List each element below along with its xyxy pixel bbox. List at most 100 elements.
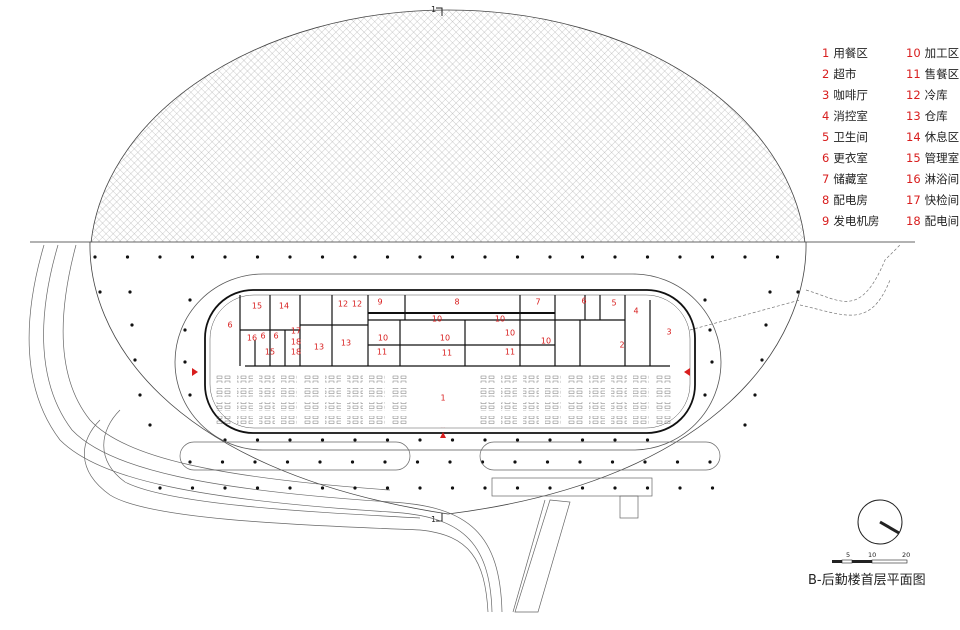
column-dot <box>288 486 292 490</box>
seat-block <box>655 374 671 383</box>
seat-block <box>479 374 495 383</box>
room-label: 10 <box>440 334 450 343</box>
column-dot <box>320 255 325 259</box>
seat-block <box>655 388 671 397</box>
seat-block <box>259 402 275 411</box>
column-dot <box>483 255 487 259</box>
seat-block <box>545 374 561 383</box>
column-dot <box>678 255 682 259</box>
seat-block <box>303 388 319 397</box>
room-label: 2 <box>619 341 624 350</box>
column-dot <box>710 255 715 259</box>
seat-block <box>589 402 605 411</box>
column-dot <box>190 255 195 259</box>
seat-block <box>523 388 539 397</box>
seat-block <box>347 388 363 397</box>
column-dot <box>353 255 357 259</box>
column-dot <box>93 255 97 259</box>
column-dot <box>743 255 747 259</box>
seat-block <box>633 388 649 397</box>
seat-block <box>633 416 649 425</box>
column-dot <box>743 423 747 427</box>
seat-block <box>567 388 583 397</box>
room-label: 15 <box>265 348 275 357</box>
column-dot <box>710 360 714 364</box>
column-dot <box>760 358 764 362</box>
room-label: 17 <box>291 327 301 336</box>
column-dot <box>643 460 647 464</box>
seat-block <box>479 402 495 411</box>
seat-block <box>325 374 341 383</box>
seat-block <box>215 374 231 383</box>
column-dot <box>418 438 422 442</box>
room-label: 18 <box>291 338 301 347</box>
seat-block <box>589 374 605 383</box>
seat-block <box>611 374 627 383</box>
column-dot <box>133 358 137 362</box>
column-dot <box>678 486 682 490</box>
seat-block <box>567 402 583 411</box>
roof-outline-lower <box>89 241 807 515</box>
seat-block <box>281 388 297 397</box>
room-label: 15 <box>252 302 262 311</box>
seat-block <box>501 374 517 383</box>
outer-track <box>174 273 722 451</box>
room-label: 6 <box>273 332 278 341</box>
site-roads-right <box>689 244 901 331</box>
column-dot <box>515 486 520 490</box>
seat-block <box>237 402 253 411</box>
column-dot <box>483 486 487 490</box>
seat-block <box>259 388 275 397</box>
seat-block <box>633 402 649 411</box>
column-dot <box>223 486 227 490</box>
column-dot <box>350 460 355 464</box>
column-dot <box>708 328 712 332</box>
scale-tick-label: 5 <box>846 551 851 559</box>
column-dot <box>613 486 617 490</box>
seat-block <box>567 416 583 425</box>
entrance-markers <box>192 368 690 438</box>
room-label: 7 <box>535 298 540 307</box>
room-label: 9 <box>377 298 382 307</box>
column-dot <box>128 290 132 294</box>
seat-block <box>369 388 385 397</box>
column-dot <box>98 290 102 294</box>
column-dot <box>288 255 292 259</box>
column-dot <box>448 460 452 464</box>
seat-block <box>325 402 341 411</box>
interior-walls <box>239 295 670 367</box>
section-marker-bottom: 1 <box>431 513 443 524</box>
room-labels: 15 14 12 12 9 8 7 6 5 4 6 10 10 10 10 10… <box>227 297 671 403</box>
column-dot <box>188 460 192 464</box>
room-label: 3 <box>666 328 671 337</box>
column-dot <box>418 255 422 259</box>
curb-right <box>479 441 721 471</box>
column-dot <box>764 323 768 327</box>
column-dot <box>450 438 455 442</box>
seat-block <box>215 416 231 425</box>
room-label: 11 <box>442 349 452 358</box>
column-dot <box>545 460 550 464</box>
room-label: 6 <box>227 321 232 330</box>
column-dot <box>450 255 455 259</box>
column-dot <box>220 460 225 464</box>
room-label: 14 <box>279 302 289 311</box>
column-dot <box>415 460 420 464</box>
room-label: 10 <box>541 337 551 346</box>
building-outline <box>204 289 696 434</box>
column-dot <box>515 438 520 442</box>
bridge-walkway <box>491 477 653 613</box>
seat-block <box>237 416 253 425</box>
seat-block <box>589 388 605 397</box>
column-dot <box>223 255 227 259</box>
column-dot <box>285 460 290 464</box>
column-dot <box>138 393 142 397</box>
scale-bar <box>832 559 908 564</box>
column-dot <box>385 255 390 259</box>
